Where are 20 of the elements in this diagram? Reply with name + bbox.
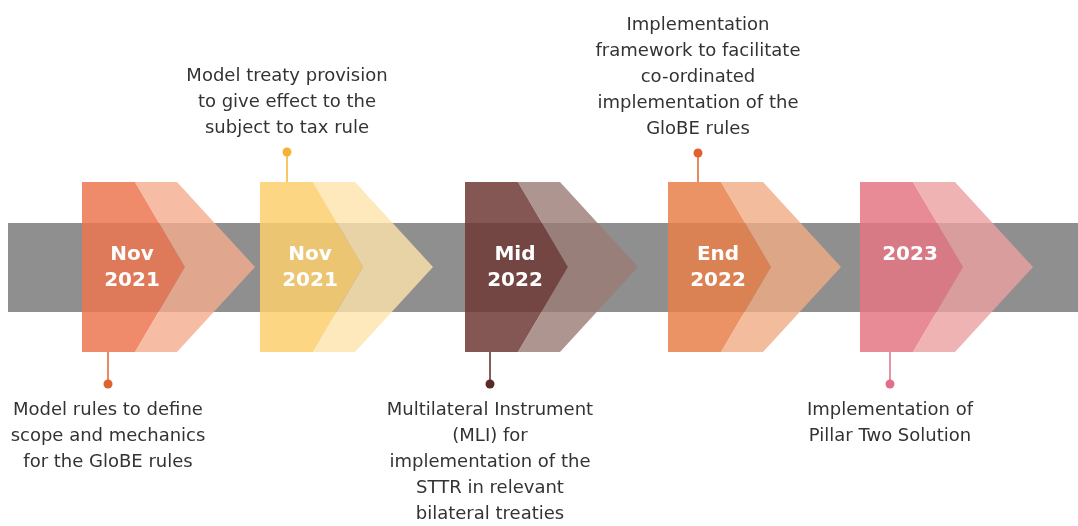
chevron-marker bbox=[668, 182, 843, 352]
milestone-description: Multilateral Instrument (MLI) for implementation of the STTR in relevant bilateral treaties bbox=[385, 396, 595, 526]
chevron-marker bbox=[82, 182, 257, 352]
leader-line bbox=[693, 148, 703, 183]
chevron-marker bbox=[860, 182, 1035, 352]
date-label: Nov 2021 bbox=[281, 240, 339, 292]
leader-line bbox=[103, 351, 113, 389]
milestone-description: Implementation framework to facilitate co-ordinated implementation of the GloBE rules bbox=[593, 11, 803, 141]
leader-line bbox=[485, 351, 495, 389]
chevron-marker bbox=[260, 182, 435, 352]
date-label: Nov 2021 bbox=[103, 240, 161, 292]
leader-line bbox=[282, 147, 292, 183]
chevron-marker bbox=[465, 182, 640, 352]
milestone-description: Implementation of Pillar Two Solution bbox=[785, 396, 995, 448]
date-label: 2023 bbox=[881, 240, 939, 266]
milestone-description: Model treaty provision to give effect to the subject to tax rule bbox=[182, 62, 392, 140]
date-label: Mid 2022 bbox=[486, 240, 544, 292]
leader-line bbox=[885, 351, 895, 389]
date-label: End 2022 bbox=[689, 240, 747, 292]
milestone-description: Model rules to define scope and mechanics for the GloBE rules bbox=[3, 396, 213, 474]
